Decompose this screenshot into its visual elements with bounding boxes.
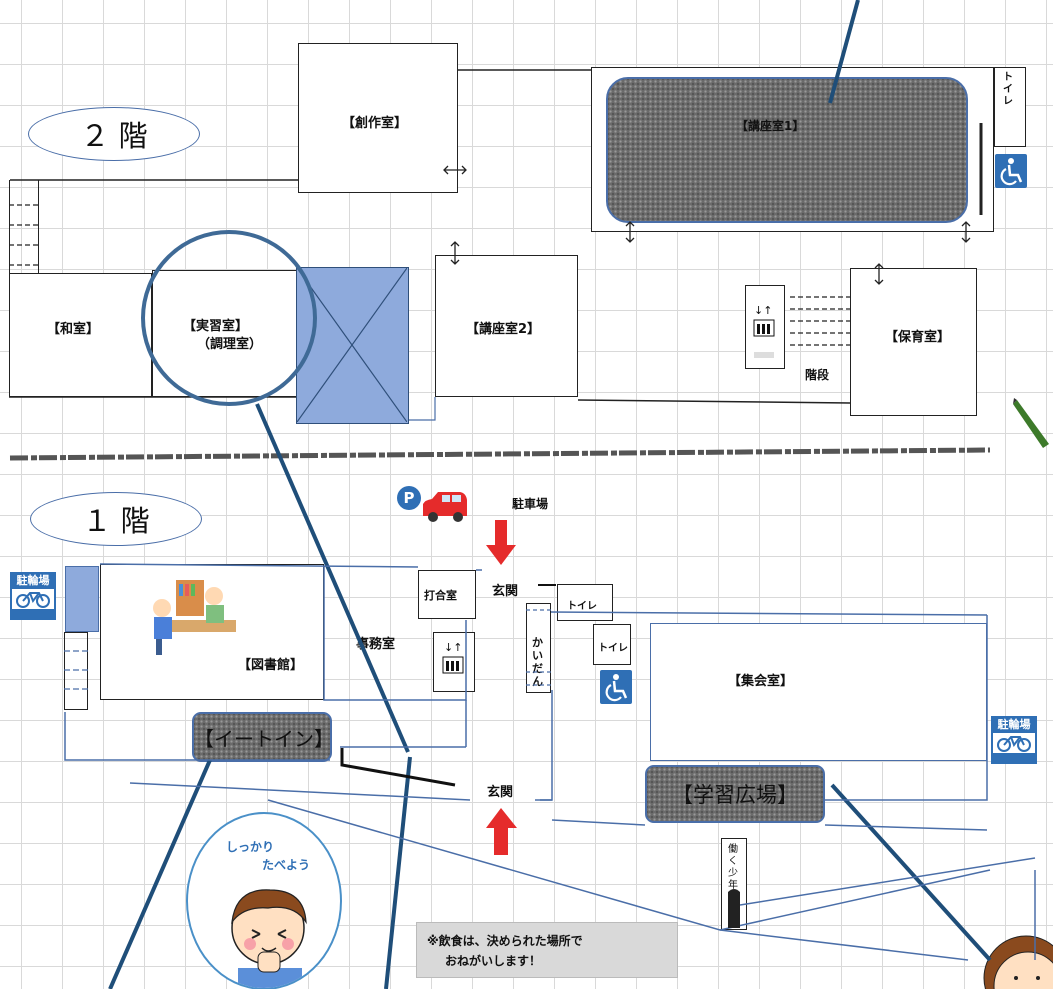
poster-line1: しっかり [226, 840, 275, 854]
entrance-arrow-bottom [486, 808, 517, 855]
poster-line2: たべよう [262, 858, 311, 872]
door-library [65, 566, 99, 632]
svg-text:↓↑: ↓↑ [754, 304, 772, 317]
toilet2-1f-label: トイレ [598, 643, 628, 654]
room-koza2-label: 【講座室2】 [466, 322, 541, 337]
gakushu-label: 【学習広場】 [672, 783, 798, 807]
statue-icon [728, 889, 740, 928]
room-sosaku-label: 【創作室】 [342, 116, 408, 131]
toilet-2f-label: トイレ [1003, 72, 1013, 107]
bike-left-label: 駐輪場 [16, 574, 50, 587]
room-koza1-label: 【講座室1】 [736, 119, 805, 133]
wheelchair-icon [600, 670, 632, 704]
elevator-icon: ↓↑ [442, 641, 464, 674]
eat-well-poster: しっかり たべよう [186, 812, 342, 989]
stairs-library [64, 632, 88, 710]
room-toilet2-1f [593, 624, 631, 665]
library-illustration [153, 580, 236, 655]
zone-gakushu: 【学習広場】 [645, 765, 825, 823]
void-atrium [296, 267, 409, 424]
room-koza2 [435, 255, 578, 397]
girl-illustration [983, 935, 1053, 989]
room-washitsu-label: 【和室】 [47, 322, 100, 337]
room-hoiku [850, 268, 977, 416]
room-washitsu [9, 273, 152, 397]
room-toilet1-1f [557, 584, 613, 621]
stairs-kaidan-label: かいだん [532, 636, 543, 688]
room-toilet-2f [994, 67, 1026, 147]
bicycle-icon [12, 589, 54, 609]
eat-in-label: 【イートイン】 [194, 726, 334, 751]
room-jimu-label: 事務室 [356, 637, 396, 652]
room-jisshu [152, 270, 298, 397]
floor-label-2f: ２ 階 [28, 107, 200, 161]
eating-notice: ※飲食は、決められた場所で おねがいします！ [416, 922, 678, 978]
room-toshokan-label: 【図書館】 [238, 658, 304, 673]
room-chori-label: （調理室） [197, 337, 263, 352]
bicycle-icon [993, 733, 1035, 753]
entrance-top-label: 玄関 [492, 584, 519, 599]
room-uchiawase-label: 打合室 [424, 589, 457, 602]
zone-eat-in: 【イートイン】 [192, 712, 334, 762]
elevator-icon: ↓↑ [753, 304, 775, 358]
floor-label-1f: １ 階 [30, 492, 202, 546]
notice-line1: ※飲食は、決められた場所で [427, 934, 583, 948]
parking-icon: P [397, 486, 421, 510]
parking-label: 駐車場 [512, 497, 549, 511]
bike-parking-right: 駐輪場 [991, 716, 1037, 764]
stairs-kaidan-1f [526, 603, 551, 693]
bike-right-label: 駐輪場 [997, 718, 1031, 731]
room-sosaku [298, 43, 458, 193]
room-jisshu-label: 【実習室】 [183, 319, 249, 334]
entrance-bottom-label: 玄関 [487, 785, 514, 800]
floor-2f-text: ２ 階 [80, 119, 148, 153]
stairs-label-2f: 階段 [805, 368, 830, 382]
bike-parking-left: 駐輪場 [10, 572, 56, 620]
floor-1f-text: １ 階 [82, 504, 150, 538]
room-koza1-hatched [606, 77, 968, 223]
notice-line2: おねがいします！ [445, 954, 542, 968]
elevator-1f: ↓↑ [433, 632, 475, 692]
entrance-arrow-top [486, 520, 516, 565]
boy-eating-illustration [231, 889, 307, 988]
stairs-left-2f [9, 180, 39, 275]
svg-text:↓↑: ↓↑ [444, 641, 462, 654]
floor-separator [9, 447, 991, 461]
toilet1-1f-label: トイレ [567, 601, 597, 612]
wheelchair-icon [995, 154, 1027, 188]
room-hoiku-label: 【保育室】 [885, 330, 951, 345]
car-icon [423, 492, 467, 522]
pencil-icon [1013, 398, 1049, 448]
room-shukai-label: 【集会室】 [728, 674, 794, 689]
elevator-2f: ↓↑ [745, 285, 785, 369]
room-uchiawase [418, 570, 476, 619]
